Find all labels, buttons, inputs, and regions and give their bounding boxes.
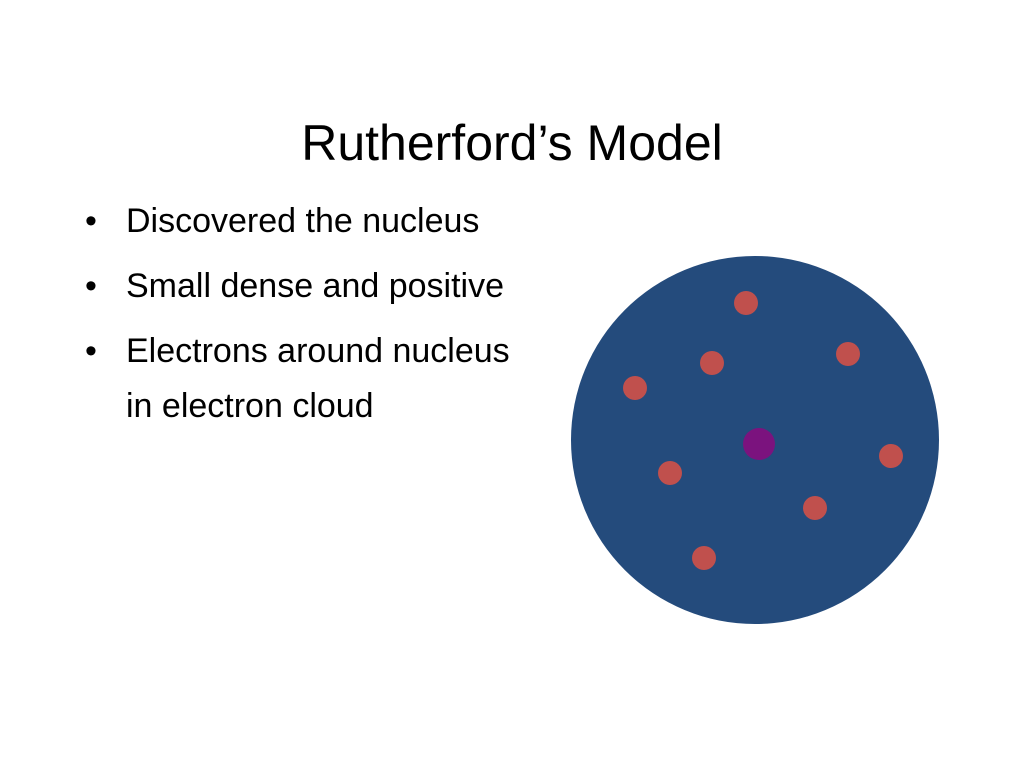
- bullet-text: Discovered the nucleus: [126, 202, 480, 240]
- bullet-item: • Discovered the nucleus: [85, 194, 515, 249]
- electron: [803, 496, 827, 520]
- bullet-item: • Electrons around nucleus in electron c…: [85, 324, 515, 434]
- electron: [658, 461, 682, 485]
- electron: [734, 291, 758, 315]
- bullet-text: Small dense and positive: [126, 267, 505, 305]
- electron: [879, 444, 903, 468]
- atom-diagram: [571, 256, 939, 624]
- nucleus: [743, 428, 775, 460]
- bullet-marker: •: [85, 267, 97, 305]
- bullet-marker: •: [85, 202, 97, 240]
- slide-title: Rutherford’s Model: [301, 115, 723, 171]
- electron: [700, 351, 724, 375]
- electron: [692, 546, 716, 570]
- bullet-list: • Discovered the nucleus • Small dense a…: [85, 194, 515, 444]
- bullet-text: Electrons around nucleus in electron clo…: [126, 332, 510, 425]
- bullet-marker: •: [85, 332, 97, 370]
- electron: [623, 376, 647, 400]
- electron: [836, 342, 860, 366]
- bullet-item: • Small dense and positive: [85, 259, 515, 314]
